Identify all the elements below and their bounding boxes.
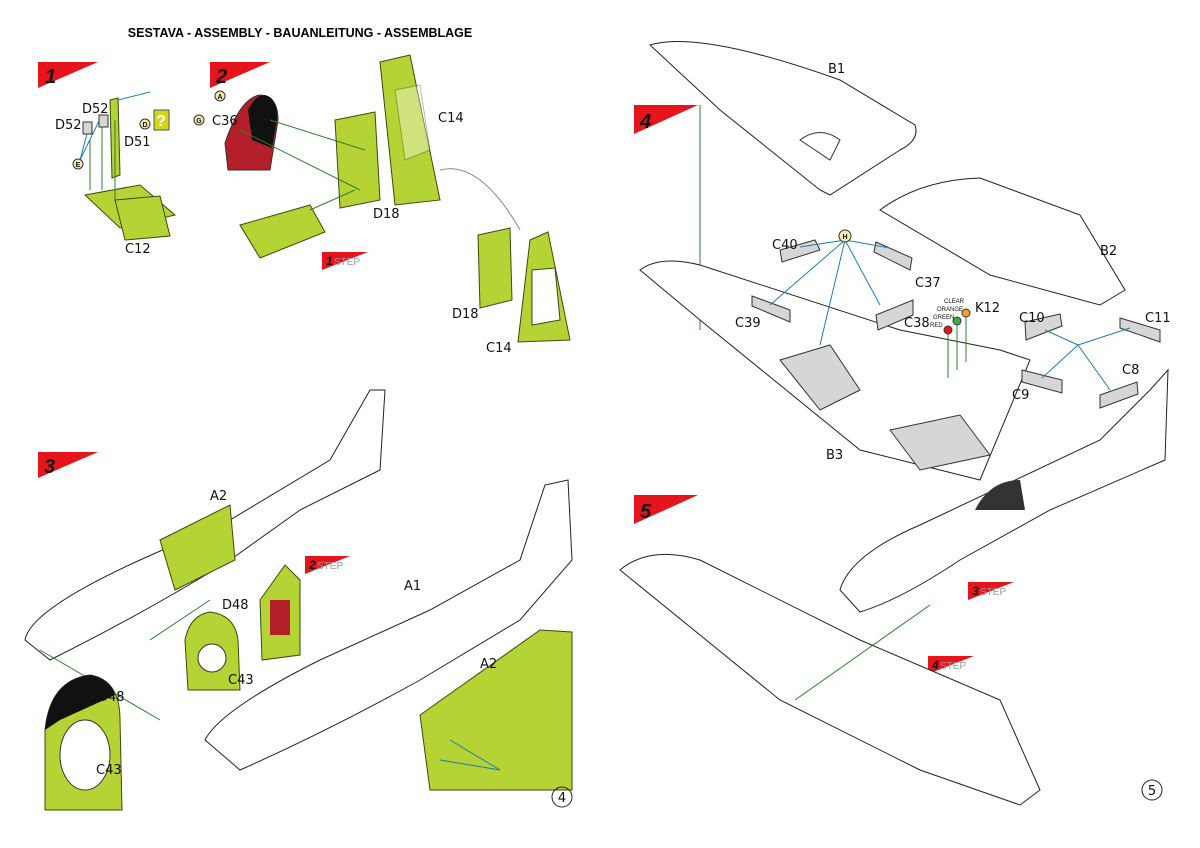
svg-text:A: A <box>217 94 222 101</box>
sheet-title: SESTAVA - ASSEMBLY - BAUANLEITUNG - ASSE… <box>128 26 472 40</box>
paint-code-D: D <box>139 118 151 130</box>
svg-text:5: 5 <box>1148 784 1156 799</box>
part-label-d48: D48 <box>98 690 125 705</box>
svg-text:STEP: STEP <box>940 661 966 672</box>
step3-detail-a2 <box>419 629 573 791</box>
part-label-a1: A1 <box>404 579 421 594</box>
svg-text:4: 4 <box>931 658 939 672</box>
part-label-c12: C12 <box>125 242 151 257</box>
part-label-b2: B2 <box>1100 244 1117 259</box>
part-label-b3: B3 <box>826 448 843 463</box>
step-flag-3: 3 <box>38 452 98 478</box>
part-label-c39: C39 <box>735 316 761 331</box>
step-flag-4: 4 <box>634 105 698 134</box>
step2-detail-bulkhead <box>477 227 571 343</box>
part-label-d52: D52 <box>55 118 82 133</box>
step5-fuselage <box>839 368 1169 613</box>
part-label-c9: C9 <box>1012 388 1029 403</box>
part-label-c10: C10 <box>1019 311 1045 326</box>
step-flag-1: 1 <box>38 62 98 88</box>
svg-text:H: H <box>842 234 847 241</box>
part-label-c40: C40 <box>772 238 798 253</box>
step4-wing-b2 <box>879 177 1126 306</box>
paint-code-A: A <box>214 90 226 102</box>
part-label-c11: C11 <box>1145 311 1171 326</box>
svg-text:4: 4 <box>558 791 566 806</box>
part-label-c43: C43 <box>228 673 254 688</box>
svg-text:STEP: STEP <box>334 257 360 268</box>
step3-fuselage-left <box>24 389 386 721</box>
step5-wing <box>619 553 1041 806</box>
paint-code-H: H <box>838 229 852 243</box>
part-label-c37: C37 <box>915 276 941 291</box>
lens-label-orange: ORANGE <box>937 307 963 313</box>
part-label-c36: C36 <box>212 114 238 129</box>
part-label-a2: A2 <box>480 657 497 672</box>
step-ref-3: 3 STEP <box>968 582 1014 600</box>
part-label-c14: C14 <box>486 341 512 356</box>
svg-text:STEP: STEP <box>317 561 343 572</box>
part-label-d48: D48 <box>222 598 249 613</box>
part-label-d18: D18 <box>452 307 479 322</box>
step4-cockpit-parts <box>751 239 1161 409</box>
part-label-k12: K12 <box>975 301 1000 316</box>
svg-text:1: 1 <box>326 254 333 268</box>
svg-text:5: 5 <box>640 501 652 523</box>
step3-c43-small <box>184 611 241 691</box>
part-label-d52: D52 <box>82 102 109 117</box>
paint-code-E: E <box>72 158 84 170</box>
svg-text:E: E <box>76 162 81 169</box>
step1-cockpit-floor <box>79 91 177 241</box>
step-ref-1: 1 STEP <box>322 252 368 270</box>
part-label-c38: C38 <box>904 316 930 331</box>
svg-text:1: 1 <box>45 66 56 88</box>
step-flag-5: 5 <box>634 495 698 524</box>
step4-wing-b3 <box>639 260 1031 481</box>
part-label-c43: C43 <box>96 763 122 778</box>
page-number-5: 5 <box>1141 779 1163 801</box>
svg-text:2: 2 <box>308 558 316 572</box>
part-label-b1: B1 <box>828 62 845 77</box>
lens-label-green: GREEN <box>933 315 954 321</box>
step-ref-2: 2 STEP <box>305 556 350 574</box>
lens-label-red: RED <box>930 323 943 329</box>
step-ref-4: 4 STEP <box>928 656 974 674</box>
page-number-4: 4 <box>551 786 573 808</box>
paint-code-G: G <box>193 114 205 126</box>
svg-text:4: 4 <box>639 111 651 133</box>
part-label-c14: C14 <box>438 111 464 126</box>
step-flag-2: 2 <box>210 62 270 88</box>
svg-text:STEP: STEP <box>980 587 1006 598</box>
part-label-d18: D18 <box>373 207 400 222</box>
unknown-color-box: ? <box>153 109 170 131</box>
part-label-c8: C8 <box>1122 363 1139 378</box>
svg-text:3: 3 <box>44 456 55 478</box>
svg-text:3: 3 <box>972 584 979 598</box>
step3-bulkhead <box>259 564 301 661</box>
svg-text:2: 2 <box>215 66 227 88</box>
lens-label-clear: CLEAR <box>944 299 965 305</box>
svg-text:D: D <box>142 122 147 129</box>
part-label-d51: D51 <box>124 135 151 150</box>
step3-fuselage-right <box>204 479 573 771</box>
step2-seat <box>224 54 521 259</box>
step3-c43-large <box>44 674 123 811</box>
svg-text:G: G <box>196 118 202 125</box>
part-label-a2: A2 <box>210 489 227 504</box>
svg-text:?: ? <box>156 113 166 130</box>
k12-lenses <box>943 308 971 378</box>
